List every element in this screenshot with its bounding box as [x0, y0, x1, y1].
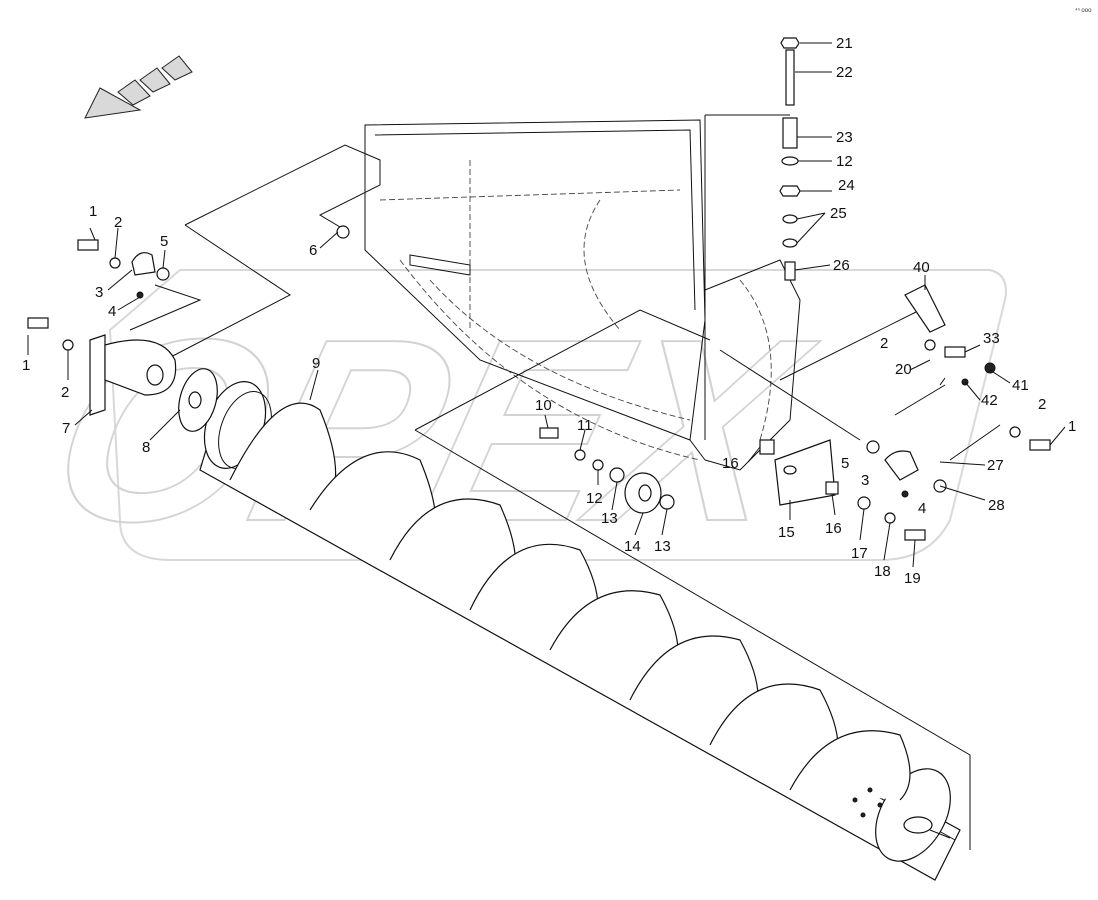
corner-code: ⁴ⁿ ooo [1075, 7, 1092, 14]
group-outlines [129, 114, 1001, 850]
auger-flights [229, 402, 911, 801]
callout-2-right-top: 2 [880, 335, 888, 352]
callout-5-left: 5 [160, 233, 168, 250]
auger [199, 381, 961, 881]
watermark: OPEX [26, 269, 1007, 576]
bracket-7 [89, 334, 106, 416]
callout-42: 42 [981, 392, 998, 409]
callout-2-left-top: 2 [114, 214, 122, 231]
callout-1-left-top: 1 [89, 203, 97, 220]
callout-25: 25 [830, 205, 847, 222]
callout-16-right: 16 [825, 520, 842, 537]
callout-12-middle: 12 [586, 490, 603, 507]
callout-7: 7 [62, 420, 70, 437]
callout-2-right: 2 [1038, 396, 1046, 413]
callout-5-right: 5 [841, 455, 849, 472]
callout-1-right: 1 [1068, 418, 1076, 435]
right-bearing-assembly [759, 284, 1051, 541]
callout-15: 15 [778, 524, 795, 541]
callout-13-left: 13 [601, 510, 618, 527]
callout-19: 19 [904, 570, 921, 587]
callout-12-top: 12 [836, 153, 853, 170]
leader-lines [27, 42, 1066, 568]
callout-22: 22 [836, 64, 853, 81]
callout-8: 8 [142, 439, 150, 456]
callout-40: 40 [913, 259, 930, 276]
callout-21: 21 [836, 35, 853, 52]
callout-4-left: 4 [108, 303, 116, 320]
direction-arrow-icon [84, 55, 193, 119]
callout-20: 20 [895, 361, 912, 378]
callout-24: 24 [838, 177, 855, 194]
bolt-1a [77, 239, 99, 251]
tension-adjuster [779, 37, 801, 281]
callout-1-left: 1 [22, 357, 30, 374]
callout-3-right: 3 [861, 472, 869, 489]
swing-arm-15 [774, 439, 836, 506]
callout-10: 10 [535, 397, 552, 414]
callout-14: 14 [624, 538, 641, 555]
callout-2-left: 2 [61, 384, 69, 401]
bolt-1b [27, 317, 49, 329]
callout-18: 18 [874, 563, 891, 580]
bearing-3a [131, 252, 156, 276]
callout-17: 17 [851, 545, 868, 562]
callout-28: 28 [988, 497, 1005, 514]
header-frame [364, 119, 801, 471]
callout-33: 33 [983, 330, 1000, 347]
callout-13-right: 13 [654, 538, 671, 555]
callout-11: 11 [577, 417, 593, 434]
left-bearing-assembly [27, 225, 350, 432]
bracket-40 [904, 284, 946, 333]
callout-41: 41 [1012, 377, 1029, 394]
callout-16-left: 16 [722, 455, 739, 472]
callout-6: 6 [309, 242, 317, 259]
callout-4-right: 4 [918, 500, 926, 517]
callout-3-left: 3 [95, 284, 103, 301]
callout-26: 26 [833, 257, 850, 274]
idler-assembly [539, 427, 675, 514]
callout-9: 9 [312, 355, 320, 372]
auger-holes [852, 787, 883, 818]
callouts: 21 22 23 12 24 25 26 40 33 2 20 41 42 2 … [22, 35, 1076, 587]
callout-23: 23 [836, 129, 853, 146]
callout-27: 27 [987, 457, 1004, 474]
